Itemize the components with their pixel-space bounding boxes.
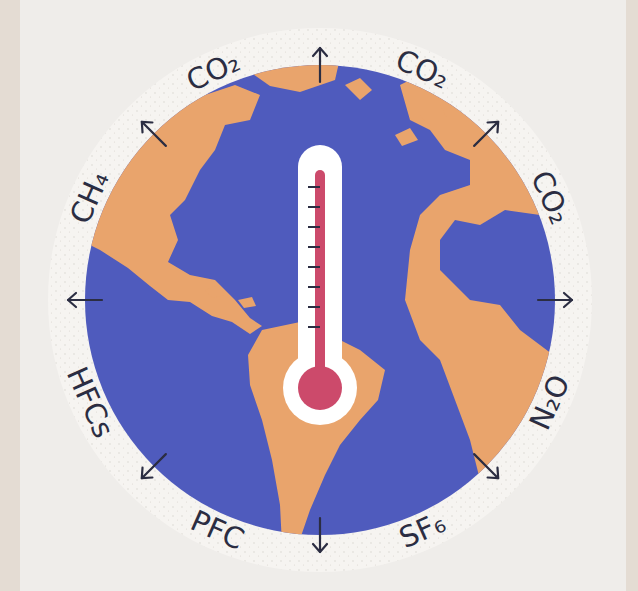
globe-illustration — [0, 0, 638, 591]
